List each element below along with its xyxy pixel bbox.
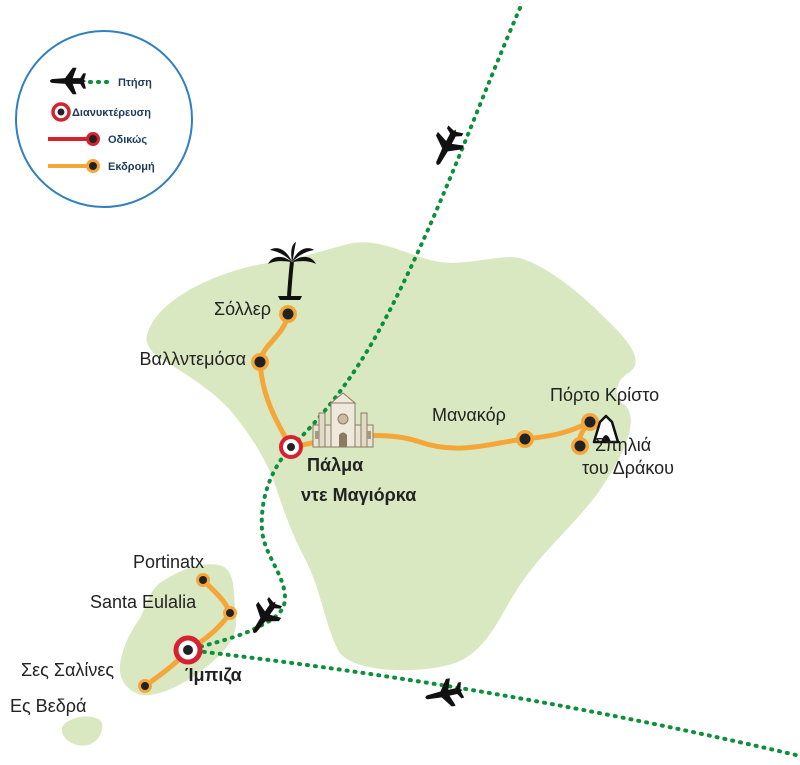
legend-excursion-label: Εκδρομή xyxy=(108,161,155,173)
label-ibiza: Ίμπιζα xyxy=(185,665,242,686)
label-palma-line2: ντε Μαγιόρκα xyxy=(301,485,416,505)
stop-manacor[interactable] xyxy=(516,430,534,448)
legend-flight-label: Πτήση xyxy=(118,77,152,89)
stop-caves[interactable] xyxy=(571,437,589,455)
mallorca-island xyxy=(146,242,636,671)
label-soller: Σόλλερ xyxy=(214,299,271,319)
cave-icon xyxy=(592,414,620,444)
stop-ses-salines[interactable] xyxy=(138,679,152,693)
legend-road-label: Οδικώς xyxy=(108,134,147,146)
label-santa-eulalia: Santa Eulalia xyxy=(90,592,197,612)
airplane-icon xyxy=(242,593,287,641)
stop-santa-eulalia[interactable] xyxy=(223,606,237,620)
label-es-vedra: Ες Βεδρά xyxy=(10,696,86,716)
label-caves-line1: Σπηλιά xyxy=(595,435,651,455)
label-palma-line1: Πάλμα xyxy=(307,455,363,475)
stop-portinatx[interactable] xyxy=(196,573,210,587)
stop-porto-cristo[interactable] xyxy=(581,413,599,431)
label-ses-salines: Σες Σαλίνες xyxy=(21,660,114,680)
label-valldemossa: Βαλλντεμόσα xyxy=(140,349,246,369)
overnight-marker-ibiza[interactable] xyxy=(173,635,203,665)
flight-route-east xyxy=(186,648,798,757)
airplane-icon xyxy=(424,122,469,172)
flight-route-palma-ibiza xyxy=(186,445,293,652)
label-caves-line2: του Δράκου xyxy=(582,458,674,478)
cathedral-icon xyxy=(312,392,374,448)
label-portinatx: Portinatx xyxy=(133,552,204,572)
stop-valldemossa[interactable] xyxy=(251,353,269,371)
map-legend: Πτήση Διανυκτέρευση Οδικώς Εκδρομή xyxy=(15,30,193,208)
airplane-icon xyxy=(422,676,466,712)
label-porto-cristo: Πόρτο Κρίστο xyxy=(550,385,659,405)
palm-tree-icon xyxy=(268,242,316,300)
stop-soller[interactable] xyxy=(279,305,297,323)
ibiza-island xyxy=(119,564,237,696)
es-vedra-island xyxy=(61,716,103,746)
overnight-marker-icon xyxy=(51,102,71,122)
legend-overnight-label: Διανυκτέρευση xyxy=(72,107,151,119)
label-manacor: Μανακόρ xyxy=(432,405,506,425)
overnight-marker-palma[interactable] xyxy=(279,435,303,459)
